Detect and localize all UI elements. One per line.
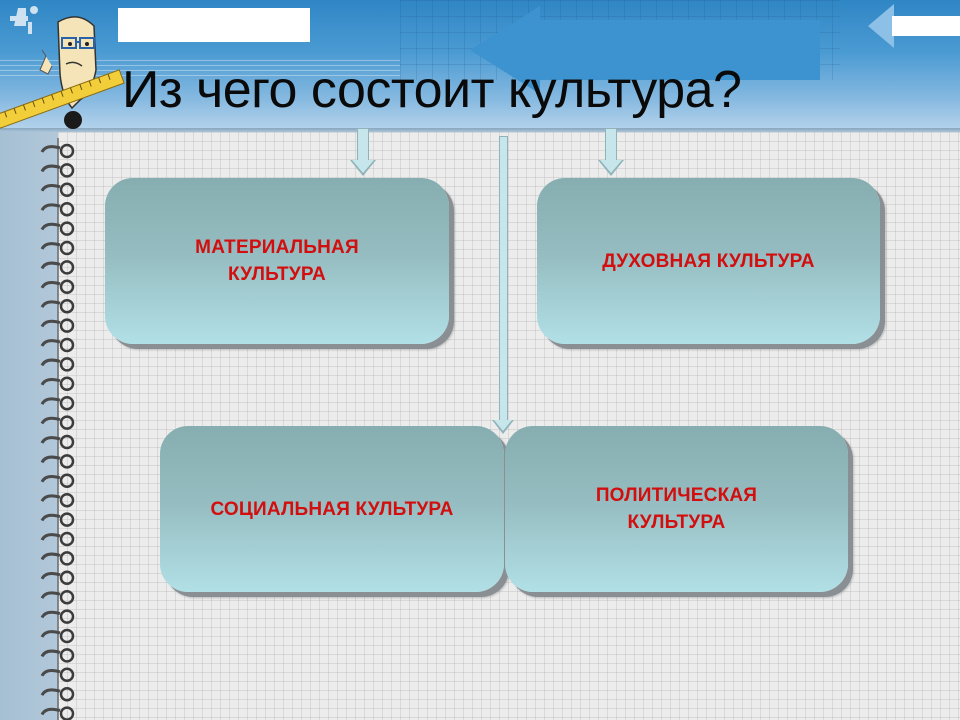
spiral-binding-icon xyxy=(40,138,75,720)
arrow-down-icon xyxy=(494,420,512,431)
arrow-down-icon xyxy=(352,160,374,173)
header-decor-arrow-icon xyxy=(470,6,540,94)
box-spiritual-culture: ДУХОВНАЯ КУЛЬТУРА xyxy=(537,178,880,344)
box-label-line: КУЛЬТУРА xyxy=(228,264,326,285)
box-political-culture-label: ПОЛИТИЧЕСКАЯ КУЛЬТУРА xyxy=(596,482,757,536)
slide-title: Из чего состоит культура? xyxy=(122,61,742,119)
arrow-to-lower-boxes-shaft xyxy=(499,136,508,422)
box-label-line: СОЦИАЛЬНАЯ КУЛЬТУРА xyxy=(210,498,454,520)
box-label-line: ДУХОВНАЯ КУЛЬТУРА xyxy=(602,250,815,272)
box-material-culture-label: МАТЕРИАЛЬНАЯ КУЛЬТУРА xyxy=(195,234,359,288)
box-social-culture-label: СОЦИАЛЬНАЯ КУЛЬТУРА xyxy=(210,496,453,523)
arrow-to-material-shaft xyxy=(357,128,369,162)
slide-header xyxy=(0,0,960,132)
header-placeholder-box xyxy=(118,8,310,42)
box-material-culture: МАТЕРИАЛЬНАЯ КУЛЬТУРА xyxy=(105,178,449,344)
professor-with-ruler-icon xyxy=(0,6,125,129)
header-decor-arrow-body xyxy=(540,20,820,80)
header-shadow xyxy=(0,128,960,134)
header-back-arrow-icon xyxy=(868,4,894,48)
box-label-line: КУЛЬТУРА xyxy=(627,512,726,533)
box-spiritual-culture-label: ДУХОВНАЯ КУЛЬТУРА xyxy=(602,248,814,275)
arrow-down-icon xyxy=(600,160,622,173)
box-label-line: ПОЛИТИЧЕСКАЯ xyxy=(595,485,758,506)
box-label-line: МАТЕРИАЛЬНАЯ xyxy=(195,237,359,258)
header-placeholder-box-right xyxy=(892,16,960,36)
box-social-culture: СОЦИАЛЬНАЯ КУЛЬТУРА xyxy=(160,426,504,592)
arrow-to-spiritual-shaft xyxy=(605,128,617,162)
box-political-culture: ПОЛИТИЧЕСКАЯ КУЛЬТУРА xyxy=(505,426,848,592)
header-decor-lines xyxy=(0,60,400,80)
